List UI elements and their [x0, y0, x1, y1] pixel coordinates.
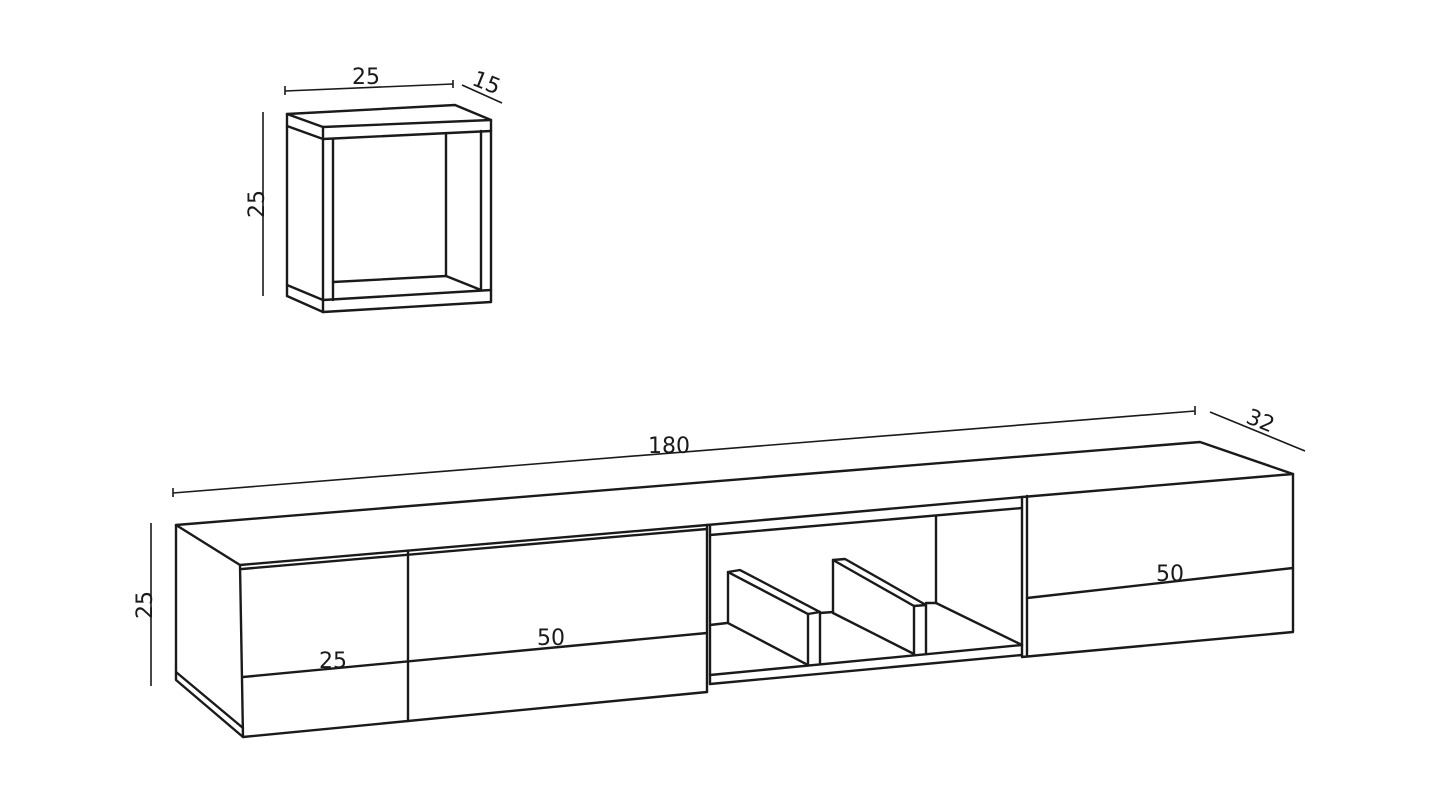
cube-depth-label: 15	[469, 67, 504, 101]
left-door-label: 25	[319, 649, 347, 674]
unit-depth-label: 32	[1243, 405, 1278, 439]
unit-height-label: 25	[133, 591, 158, 619]
right-door-label: 50	[1156, 562, 1184, 587]
cube-height-label: 25	[245, 190, 270, 218]
cube-width-label: 25	[352, 65, 380, 90]
unit-width-label: 180	[648, 434, 690, 459]
wall-cube-dimensions: 25 15 25	[245, 65, 504, 296]
tv-unit-drawing	[174, 440, 1295, 739]
middle-door-label: 50	[537, 626, 565, 651]
wall-cube-drawing	[285, 103, 493, 314]
